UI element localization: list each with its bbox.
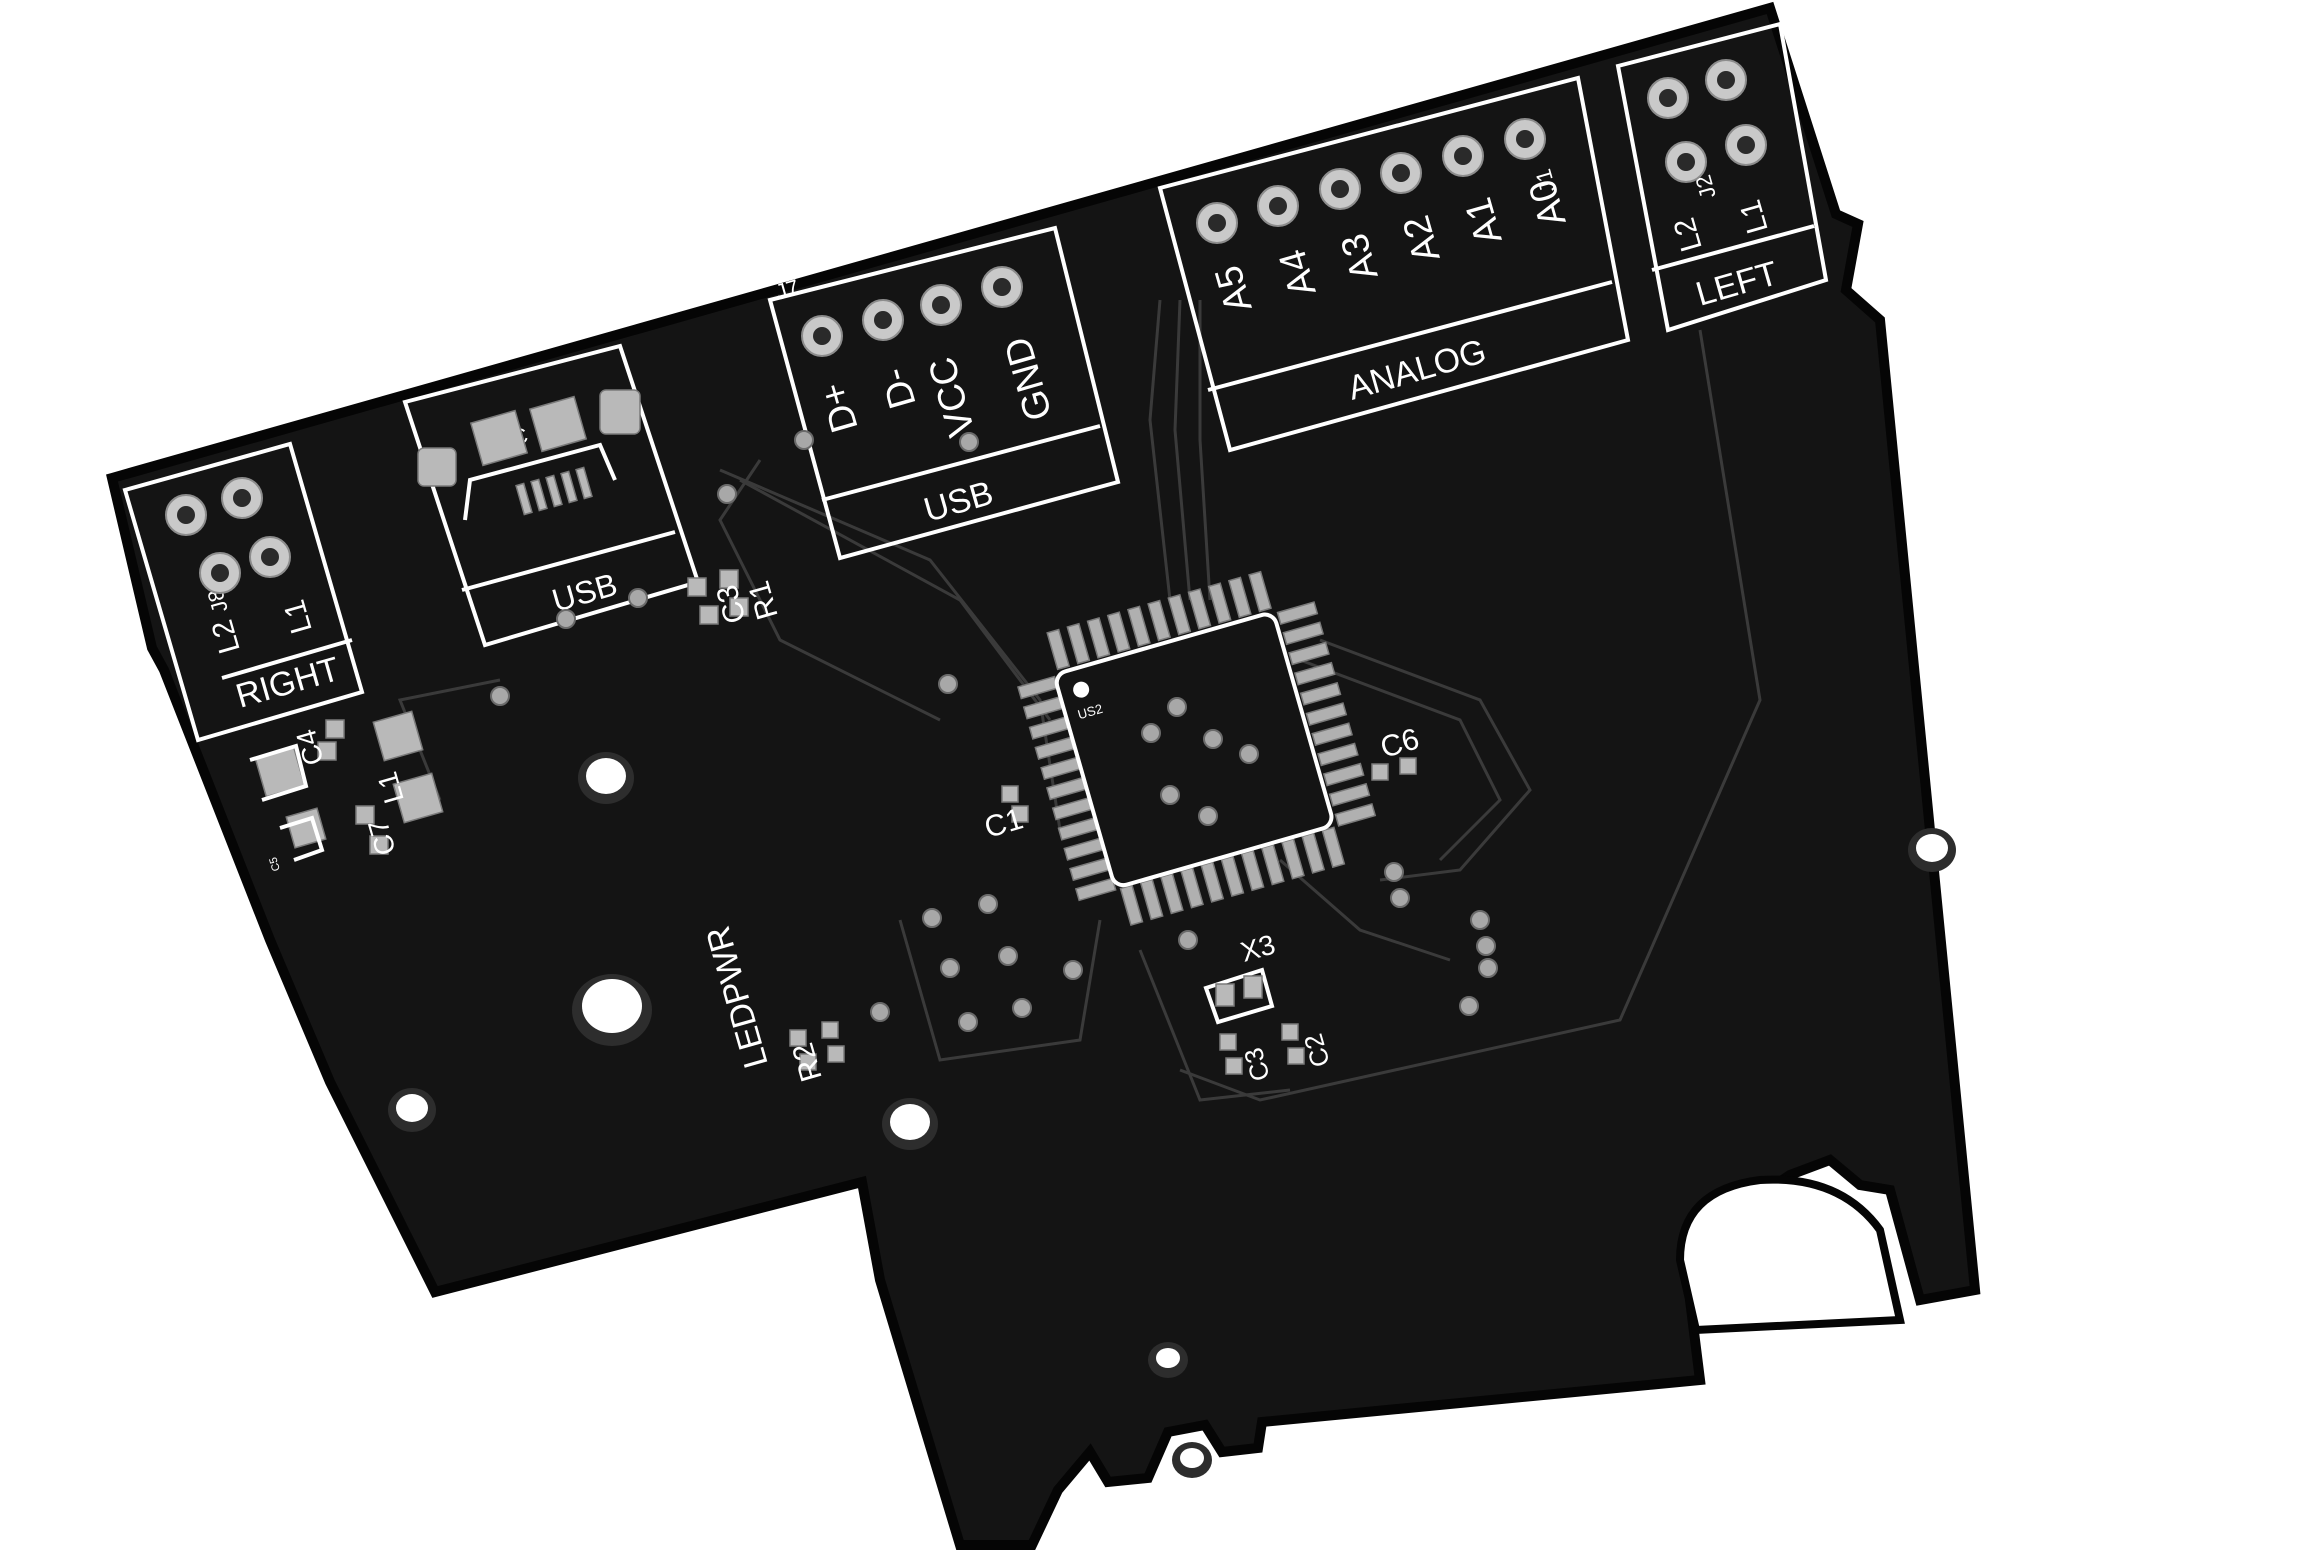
- mcu-pins: [1017, 570, 1377, 926]
- analog-header-pins: [1196, 118, 1546, 244]
- left-header-pins: [1647, 59, 1767, 183]
- board-cutout: [1675, 1175, 1905, 1335]
- c5-small-label: C5: [267, 856, 282, 873]
- pcb-traces: [397, 299, 1762, 1102]
- mounting-holes: [388, 752, 1956, 1478]
- power-section: C4 C7 L1 C5: [249, 710, 444, 873]
- right-header-pins: [165, 477, 291, 594]
- usb-connector-pins: [515, 466, 593, 516]
- crystal-section: X3 C3 C2: [1203, 929, 1336, 1085]
- c6-pad-2: [1399, 757, 1417, 775]
- usb-header-pins: [801, 266, 1023, 357]
- mcu-designator: US2: [1076, 701, 1104, 722]
- microcontroller: US2: [1017, 570, 1377, 926]
- c6-pad: [1371, 763, 1389, 781]
- c1-pad-2: [1011, 805, 1029, 823]
- right-header: RIGHT J8 L2 L1: [122, 441, 365, 743]
- vias: [490, 430, 1498, 1032]
- usb-connector: USB C: [402, 343, 701, 648]
- resistor-r1-area: R1 C3: [687, 569, 785, 627]
- c1-pad: [1001, 785, 1019, 803]
- left-header: LEFT J2 L2 L1: [1615, 21, 1829, 333]
- usb-header: USB J7 D+ D- VCC GND: [767, 225, 1121, 561]
